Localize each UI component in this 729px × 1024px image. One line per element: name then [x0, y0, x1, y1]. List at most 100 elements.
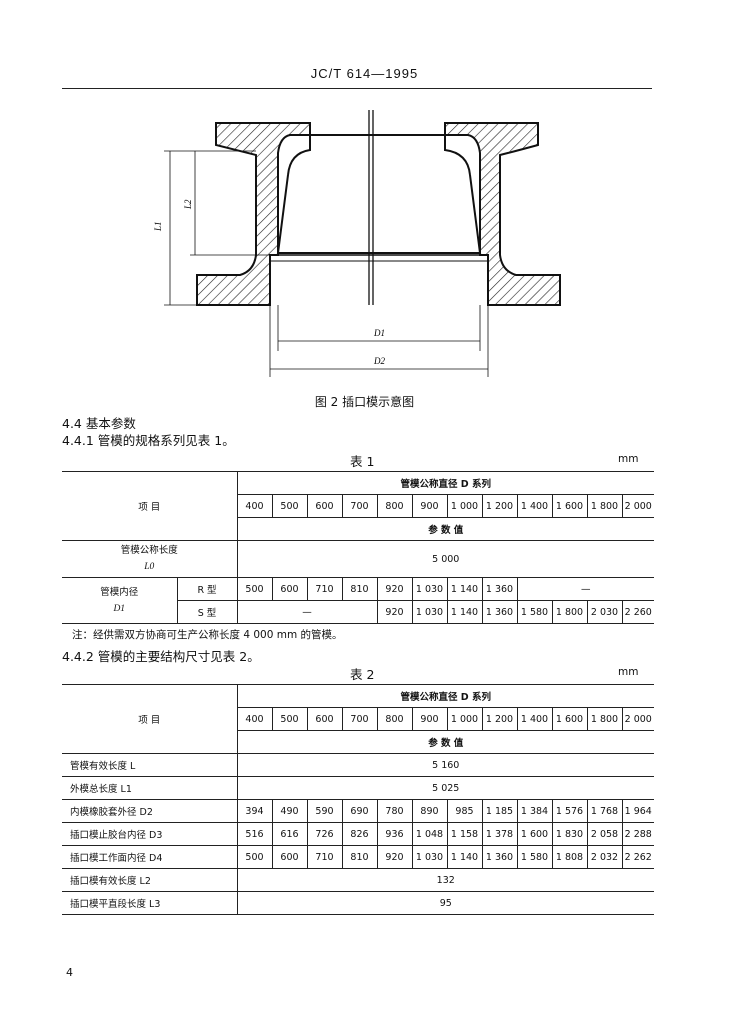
table-cell: 1 200: [481, 494, 518, 518]
table-cell: 600: [271, 845, 308, 869]
table-cell: 920: [376, 577, 413, 601]
table-cell: 1 140: [446, 577, 483, 601]
table2-row-d2: 内模橡胶套外径 D2 394 490 590 690 780 890 985 1…: [62, 799, 654, 823]
table1-note: 注：经供需双方协商可生产公称长度 4 000 mm 的管模。: [72, 629, 343, 641]
table-cell: 2 000: [621, 494, 654, 518]
table-cell: 1 185: [481, 799, 518, 823]
table-1: 项 目 管模公称直径 D 系列 400 500 600 700 800 900 …: [62, 471, 654, 624]
table2-row-effective-length: 管模有效长度 L 5 160: [62, 753, 654, 777]
table-cell: 1 400: [516, 707, 553, 731]
table-cell: 132: [236, 868, 654, 892]
table-cell: 600: [271, 577, 308, 601]
table-cell: 1 200: [481, 707, 518, 731]
table2-title: 表 2: [350, 667, 375, 682]
table-cell: 1 360: [481, 845, 518, 869]
table-cell: 800: [376, 707, 413, 731]
table-cell: 1 600: [516, 822, 553, 846]
table-cell: 2 288: [621, 822, 654, 846]
table-cell: 1 030: [411, 600, 448, 624]
length-label-symbol: L0: [144, 562, 155, 572]
table2-row-outer-length: 外模总长度 L1 5 025: [62, 776, 654, 800]
header-rule: [62, 88, 652, 89]
table-cell: 1 000: [446, 494, 483, 518]
length-label-text: 管模公称长度: [120, 545, 178, 556]
row-label: 插口模有效长度 L2: [62, 868, 238, 892]
table-cell: 2 262: [621, 845, 654, 869]
row-label: 外模总长度 L1: [62, 776, 238, 800]
section-4-4: 4.4 基本参数: [62, 416, 136, 431]
table2-row-d4: 插口模工作面内径 D4 500 600 710 810 920 1 030 1 …: [62, 845, 654, 869]
table-cell: 1 000: [446, 707, 483, 731]
table-cell: 985: [446, 799, 483, 823]
table1-diameter-row: 400 500 600 700 800 900 1 000 1 200 1 40…: [62, 494, 654, 518]
table2-unit: mm: [618, 666, 639, 678]
table1-inner-label: 管模内径 D1: [62, 577, 178, 624]
table-cell: 616: [271, 822, 308, 846]
table-cell: 95: [236, 891, 654, 915]
table2-row-l2: 插口模有效长度 L2 132: [62, 868, 654, 892]
table-cell: 900: [411, 494, 448, 518]
cavity-outline: [276, 134, 482, 254]
page-number: 4: [66, 966, 73, 979]
table-cell: 920: [376, 600, 413, 624]
table-cell: 2 000: [621, 707, 654, 731]
table2-diameter-row: 400 500 600 700 800 900 1 000 1 200 1 40…: [62, 707, 654, 731]
table1-series-header: 管模公称直径 D 系列: [236, 471, 654, 495]
table-cell: 800: [376, 494, 413, 518]
table-cell: 1 600: [551, 707, 588, 731]
table-cell: 1 576: [551, 799, 588, 823]
section-4-4-1: 4.4.1 管模的规格系列见表 1。: [62, 433, 235, 448]
table-cell: 1 360: [481, 600, 518, 624]
table-cell: 1 140: [446, 845, 483, 869]
table2-series-header: 管模公称直径 D 系列: [236, 684, 654, 708]
table1-s-label: S 型: [176, 600, 238, 624]
table-cell: 2 058: [586, 822, 623, 846]
row-label: 插口模止胶台内径 D3: [62, 822, 238, 846]
table-cell: 826: [341, 822, 378, 846]
table-cell: 1 158: [446, 822, 483, 846]
table-cell: 1 400: [516, 494, 553, 518]
table1-r-label: R 型: [176, 577, 238, 601]
table1-unit: mm: [618, 453, 639, 465]
table-cell: 600: [306, 494, 343, 518]
table1-r-row: 管模内径 D1 R 型 500 600 710 810 920 1 030 1 …: [62, 577, 654, 624]
table-cell: 516: [236, 822, 273, 846]
table-cell: 690: [341, 799, 378, 823]
inner-label-text: 管模内径: [100, 586, 139, 598]
figure-caption: 图 2 插口模示意图: [314, 395, 415, 409]
table-cell: 400: [236, 494, 273, 518]
table-cell: 2 030: [586, 600, 623, 624]
section-4-4-2: 4.4.2 管模的主要结构尺寸见表 2。: [62, 649, 260, 664]
table-cell: 1 808: [551, 845, 588, 869]
table-cell: 710: [306, 577, 343, 601]
document-code: JC/T 614—1995: [310, 66, 419, 81]
table-cell: 1 600: [551, 494, 588, 518]
table2-item-header: 项 目: [62, 684, 238, 754]
table-2: 项 目 管模公称直径 D 系列 400 500 600 700 800 900 …: [62, 684, 654, 915]
table-cell: 726: [306, 822, 343, 846]
table-cell: 780: [376, 799, 413, 823]
table-cell: 1 580: [516, 845, 553, 869]
inner-label-symbol: D1: [113, 603, 126, 614]
table-cell: 500: [271, 494, 308, 518]
table-cell: 700: [341, 707, 378, 731]
table-cell: 1 030: [411, 845, 448, 869]
label-L2: L2: [183, 199, 193, 210]
table-cell: 394: [236, 799, 273, 823]
table1-param-header: 参 数 值: [236, 517, 654, 541]
socket-mold-drawing: L1 L2 D1 D2: [153, 110, 561, 377]
table-cell: 590: [306, 799, 343, 823]
table-cell: 1 800: [586, 707, 623, 731]
label-L1: L1: [153, 221, 163, 232]
table1-s-row: S 型 — 920 1 030 1 140 1 360 1 580 1 800 …: [62, 600, 654, 624]
table-cell: 1 768: [586, 799, 623, 823]
table1-r-dash: —: [516, 577, 654, 601]
table1-length-row: 管模公称长度 L0 5 000: [62, 540, 654, 578]
table-cell: 500: [236, 577, 273, 601]
table1-length-label: 管模公称长度 L0: [62, 540, 238, 578]
table-cell: 5 025: [236, 776, 654, 800]
label-D2: D2: [373, 356, 385, 366]
table-cell: 1 140: [446, 600, 483, 624]
row-label: 管模有效长度 L: [62, 753, 238, 777]
table-cell: 1 030: [411, 577, 448, 601]
